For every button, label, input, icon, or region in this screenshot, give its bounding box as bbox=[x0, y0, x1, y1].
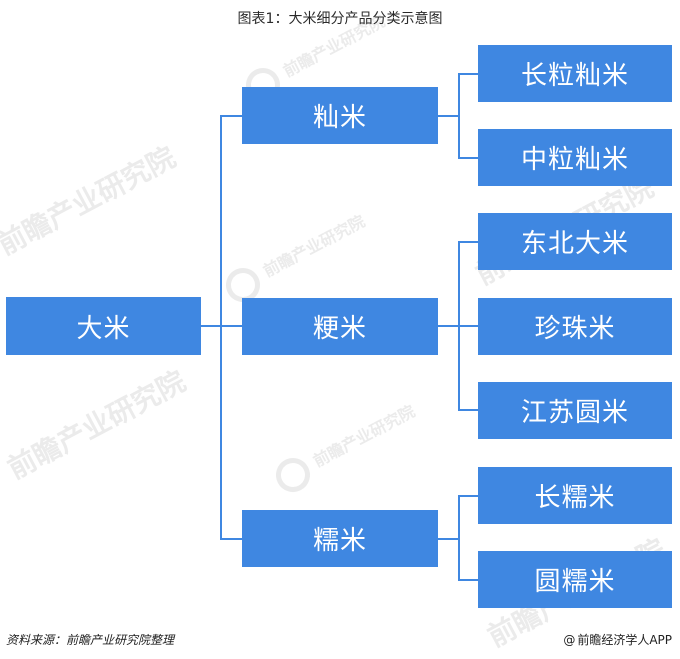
watermark: 前瞻产业研究院 bbox=[0, 140, 181, 262]
level1-node-japonica-rice: 粳米 bbox=[242, 298, 438, 355]
connector-line bbox=[458, 325, 478, 327]
connector-line bbox=[438, 115, 460, 117]
connector-line bbox=[458, 157, 478, 159]
connector-line bbox=[458, 73, 478, 75]
connector-line bbox=[438, 538, 460, 540]
brand-credit: @前瞻经济学人APP bbox=[563, 631, 672, 648]
watermark: 前瞻产业研究院 bbox=[220, 206, 372, 309]
connector-line bbox=[220, 325, 242, 327]
watermark-logo-icon bbox=[270, 452, 316, 499]
level1-node-glutinous-rice: 糯米 bbox=[242, 510, 438, 567]
connector-line bbox=[458, 409, 478, 411]
at-sign-icon: @ bbox=[563, 633, 576, 647]
level2-node-northeast-rice: 东北大米 bbox=[478, 213, 672, 270]
root-node-rice: 大米 bbox=[6, 297, 201, 355]
connector-line bbox=[220, 115, 242, 117]
connector-line bbox=[458, 73, 460, 159]
level2-node-jiangsu-round-rice: 江苏圆米 bbox=[478, 382, 672, 439]
level2-node-long-glutinous-rice: 长糯米 bbox=[478, 467, 672, 524]
brand-name: 前瞻经济学人APP bbox=[577, 633, 672, 647]
connector-line bbox=[458, 241, 478, 243]
connector-line bbox=[458, 495, 478, 497]
connector-line bbox=[458, 495, 460, 581]
level1-node-indica-rice: 籼米 bbox=[242, 87, 438, 144]
connector-line bbox=[220, 538, 242, 540]
connector-line bbox=[201, 325, 221, 327]
connector-line bbox=[220, 115, 222, 539]
watermark: 前瞻产业研究院 bbox=[2, 364, 191, 486]
level2-node-medium-grain-indica: 中粒籼米 bbox=[478, 129, 672, 186]
level2-node-round-glutinous-rice: 圆糯米 bbox=[478, 551, 672, 608]
level2-node-pearl-rice: 珍珠米 bbox=[478, 298, 672, 355]
source-note: 资料来源：前瞻产业研究院整理 bbox=[6, 633, 175, 647]
chart-title: 图表1：大米细分产品分类示意图 bbox=[237, 11, 443, 27]
watermark: 前瞻产业研究院 bbox=[270, 396, 422, 499]
level2-node-long-grain-indica: 长粒籼米 bbox=[478, 45, 672, 102]
connector-line bbox=[458, 579, 478, 581]
connector-line bbox=[438, 325, 460, 327]
